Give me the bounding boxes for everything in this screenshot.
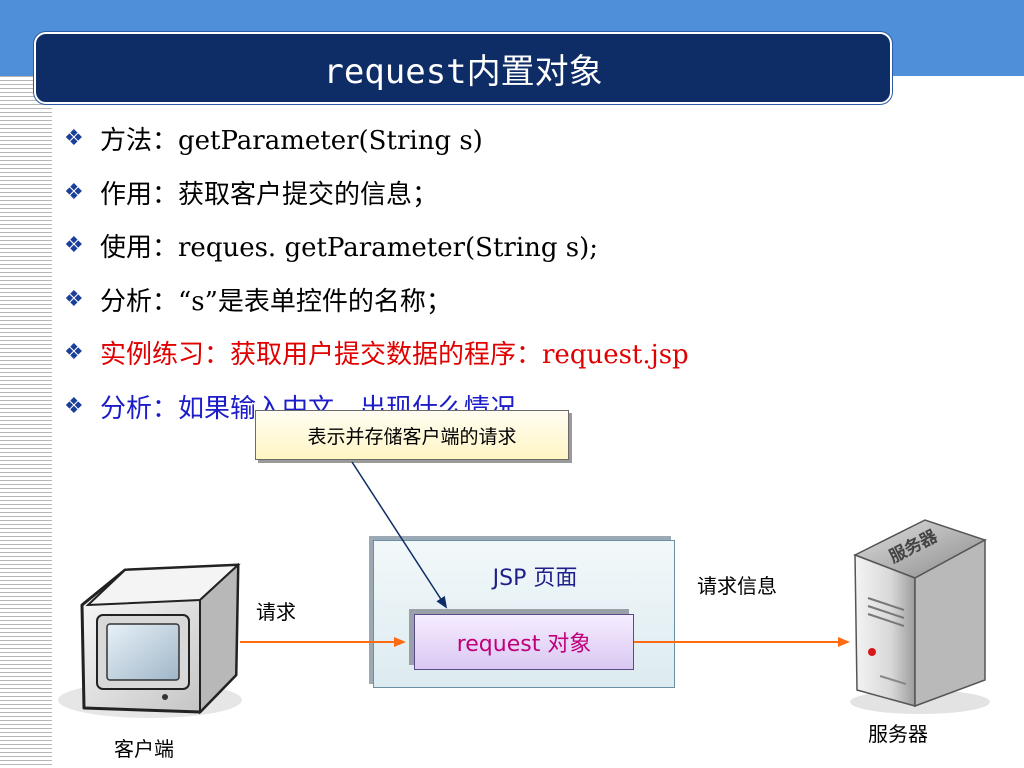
- bullet-text: 使用：reques. getParameter(String s);: [100, 233, 599, 264]
- client-label: 客户端: [114, 737, 174, 761]
- title-bar: request内置对象: [34, 32, 892, 104]
- server-label: 服务器: [868, 722, 928, 746]
- client-computer-icon: [58, 562, 242, 718]
- bullet-list: ❖ 方法：getParameter(String s) ❖ 作用：获取客户提交的…: [64, 112, 964, 433]
- diamond-star-icon: ❖: [64, 179, 84, 205]
- slide-title: request内置对象: [323, 51, 603, 92]
- bullet-text: 作用：获取客户提交的信息；: [100, 179, 439, 210]
- bullet-item: ❖ 方法：getParameter(String s): [64, 112, 964, 166]
- diamond-star-icon: ❖: [64, 340, 84, 366]
- callout-pointer-arrow: [351, 461, 448, 609]
- diamond-star-icon: ❖: [64, 233, 84, 259]
- bullet-item: ❖ 实例练习：获取用户提交数据的程序：request.jsp: [64, 326, 964, 380]
- callout-box: 表示并存储客户端的请求: [255, 410, 569, 460]
- request-object-box: request 对象: [414, 614, 634, 670]
- side-stripe-decoration: [0, 76, 52, 768]
- diamond-star-icon: ❖: [64, 286, 84, 312]
- bullet-item: ❖ 作用：获取客户提交的信息；: [64, 166, 964, 220]
- request-info-label: 请求信息: [697, 574, 777, 598]
- server-icon: 服务器: [850, 519, 990, 714]
- bullet-text: 分析：“s”是表单控件的名称；: [100, 286, 452, 317]
- diamond-star-icon: ❖: [64, 126, 84, 152]
- request-label: 请求: [256, 600, 296, 624]
- bullet-text: 实例练习：获取用户提交数据的程序：request.jsp: [100, 340, 689, 371]
- bullet-item: ❖ 分析：“s”是表单控件的名称；: [64, 273, 964, 327]
- jsp-page-label: JSP 页面: [492, 566, 578, 591]
- bullet-item: ❖ 使用：reques. getParameter(String s);: [64, 219, 964, 273]
- diamond-star-icon: ❖: [64, 393, 84, 419]
- bullet-text: 方法：getParameter(String s): [100, 126, 483, 157]
